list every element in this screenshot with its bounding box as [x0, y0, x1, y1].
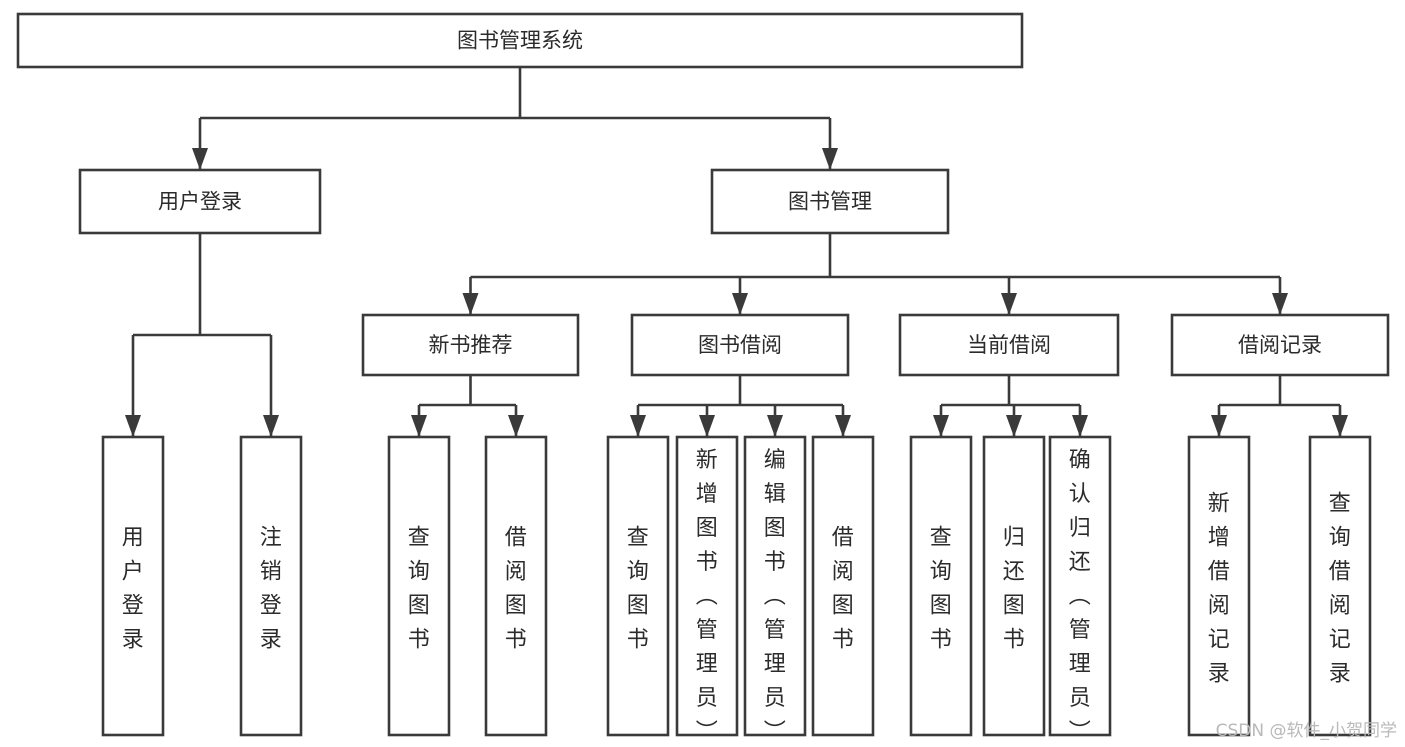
leaf-label: 借阅图书	[832, 526, 857, 653]
leaf-node[interactable]: 查询图书	[909, 435, 973, 737]
arrow-head-icon	[192, 148, 208, 170]
leaf-node[interactable]: 注销登录	[239, 435, 303, 737]
node-box	[811, 435, 875, 737]
leaf-node[interactable]: 新增借阅记录	[1187, 435, 1251, 737]
level3-node-2[interactable]: 当前借阅	[898, 313, 1120, 377]
level2-node-1[interactable]: 图书管理	[710, 168, 950, 235]
node-box	[78, 168, 322, 235]
leaf-label: 确认归还︵管理员︶	[1069, 448, 1094, 745]
node-box	[909, 435, 973, 737]
leaf-node[interactable]: 编辑图书︵管理员︶	[743, 435, 807, 745]
arrow-head-icon	[1272, 293, 1288, 315]
level2-node-0[interactable]: 用户登录	[78, 168, 322, 235]
arrow-head-icon	[508, 415, 524, 437]
leaf-node[interactable]: 新增图书︵管理员︶	[675, 435, 739, 745]
node-label: 图书管理系统	[457, 29, 583, 53]
node-box	[484, 435, 548, 737]
leaf-label: 查询借阅记录	[1329, 492, 1354, 687]
leaf-node[interactable]: 确认归还︵管理员︶	[1048, 435, 1112, 745]
arrow-head-icon	[1332, 415, 1348, 437]
node-label: 用户登录	[158, 190, 242, 214]
leaf-label: 编辑图书︵管理员︶	[764, 448, 789, 745]
leaf-node[interactable]: 借阅图书	[484, 435, 548, 737]
node-box	[1048, 435, 1112, 737]
leaf-label: 新增借阅记录	[1208, 492, 1233, 687]
leaf-label: 借阅图书	[505, 526, 530, 653]
leaf-node[interactable]: 查询图书	[606, 435, 670, 737]
arrow-head-icon	[630, 415, 646, 437]
arrow-head-icon	[462, 293, 479, 315]
leaf-label: 查询图书	[930, 526, 955, 653]
leaf-node[interactable]: 用户登录	[101, 435, 165, 737]
arrow-head-icon	[125, 415, 141, 437]
node-box	[606, 435, 670, 737]
node-layer: 图书管理系统用户登录图书管理新书推荐图书借阅当前借阅借阅记录用户登录注销登录查询…	[16, 12, 1390, 745]
arrow-head-icon	[767, 415, 783, 437]
leaf-node[interactable]: 查询借阅记录	[1308, 435, 1372, 737]
csdn-watermark: CSDN @软件_小贺同学	[1215, 721, 1397, 741]
arrow-head-icon	[411, 415, 427, 437]
arrow-head-icon	[822, 148, 838, 170]
leaf-label: 用户登录	[122, 526, 147, 653]
arrow-head-icon	[732, 293, 748, 315]
leaf-label: 注销登录	[260, 526, 285, 653]
arrow-head-icon	[263, 415, 279, 437]
node-box	[101, 435, 165, 737]
node-label: 图书借阅	[698, 333, 782, 357]
node-label: 新书推荐	[429, 333, 513, 357]
leaf-node[interactable]: 借阅图书	[811, 435, 875, 737]
node-box	[239, 435, 303, 737]
connector-layer	[125, 67, 1348, 437]
node-box	[898, 313, 1120, 377]
node-box	[1308, 435, 1372, 737]
arrow-head-icon	[1072, 415, 1088, 437]
leaf-node[interactable]: 归还图书	[982, 435, 1046, 737]
node-label: 当前借阅	[967, 333, 1051, 357]
root-node[interactable]: 图书管理系统	[16, 12, 1024, 69]
arrow-head-icon	[835, 415, 851, 437]
arrow-head-icon	[933, 415, 949, 437]
node-label: 图书管理	[788, 190, 872, 214]
node-label: 借阅记录	[1238, 333, 1322, 357]
node-box	[743, 435, 807, 737]
node-box	[710, 168, 950, 235]
node-box	[675, 435, 739, 737]
node-box	[387, 435, 451, 737]
node-box	[1187, 435, 1251, 737]
leaf-label: 查询图书	[408, 526, 433, 653]
level3-node-0[interactable]: 新书推荐	[361, 313, 580, 377]
node-box	[1170, 313, 1390, 377]
arrow-head-icon	[699, 415, 715, 437]
leaf-label: 新增图书︵管理员︶	[696, 448, 721, 745]
arrow-head-icon	[1006, 415, 1022, 437]
leaf-node[interactable]: 查询图书	[387, 435, 451, 737]
level3-node-1[interactable]: 图书借阅	[630, 313, 850, 377]
node-box	[361, 313, 580, 377]
node-box	[16, 12, 1024, 69]
leaf-label: 查询图书	[627, 526, 652, 653]
arrow-head-icon	[1001, 293, 1017, 315]
arrow-head-icon	[1211, 415, 1227, 437]
level3-node-3[interactable]: 借阅记录	[1170, 313, 1390, 377]
node-box	[982, 435, 1046, 737]
leaf-label: 归还图书	[1003, 526, 1028, 653]
node-box	[630, 313, 850, 377]
